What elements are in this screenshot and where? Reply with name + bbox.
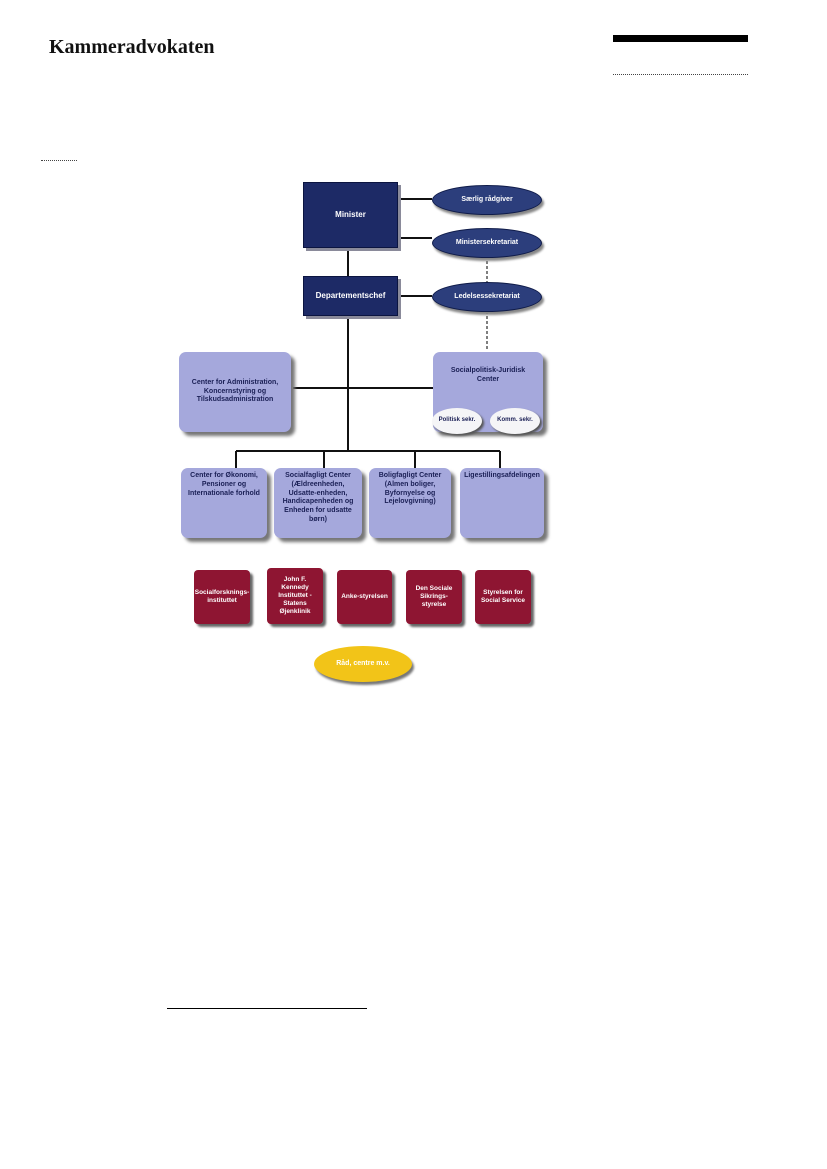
footnote-rule: [167, 1008, 367, 1009]
ligestillingsafdelingen-box: Ligestillingsafdelingen: [460, 468, 544, 538]
center-administration-box: Center for Administration, Koncernstyrin…: [179, 352, 291, 432]
header-dotted-rule: [613, 74, 748, 75]
center-oekonomi-box: Center for Økonomi, Pensioner og Interna…: [181, 468, 267, 538]
politisk-sekr-ellipse: Politisk sekr.: [432, 408, 482, 434]
institution-box: Den Sociale Sikrings-styrelse: [406, 570, 462, 624]
komm-sekr-ellipse: Komm. sekr.: [490, 408, 540, 434]
ministersekretariat-ellipse: Ministersekretariat: [432, 228, 542, 258]
ledelsessekretariat-ellipse: Ledelsessekretariat: [432, 282, 542, 312]
socialpolitisk-center-label: Socialpolitisk-Juridisk Center: [450, 367, 526, 383]
saerlig-raadgiver-ellipse: Særlig rådgiver: [432, 185, 542, 215]
page-title: Kammeradvokaten: [49, 36, 215, 58]
header-bar: [613, 35, 748, 42]
institution-box: Socialforsknings-instituttet: [194, 570, 250, 624]
departementschef-box: Departementschef: [303, 276, 398, 316]
section-dotted-rule: [41, 160, 77, 161]
org-chart-connectors: [235, 198, 501, 468]
raad-centre-ellipse: Råd, centre m.v.: [314, 646, 412, 682]
institution-box: Styrelsen for Social Service: [475, 570, 531, 624]
minister-box: Minister: [303, 182, 398, 248]
institution-box: John F. Kennedy Instituttet - Statens Øj…: [267, 568, 323, 624]
boligfagligt-center-box: Boligfagligt Center (Almen boliger, Byfo…: [369, 468, 451, 538]
institution-box: Anke-styrelsen: [337, 570, 392, 624]
socialfagligt-center-box: Socialfagligt Center (Ældreenheden, Udsa…: [274, 468, 362, 538]
org-chart: Minister Departementschef Særlig rådgive…: [170, 178, 560, 698]
